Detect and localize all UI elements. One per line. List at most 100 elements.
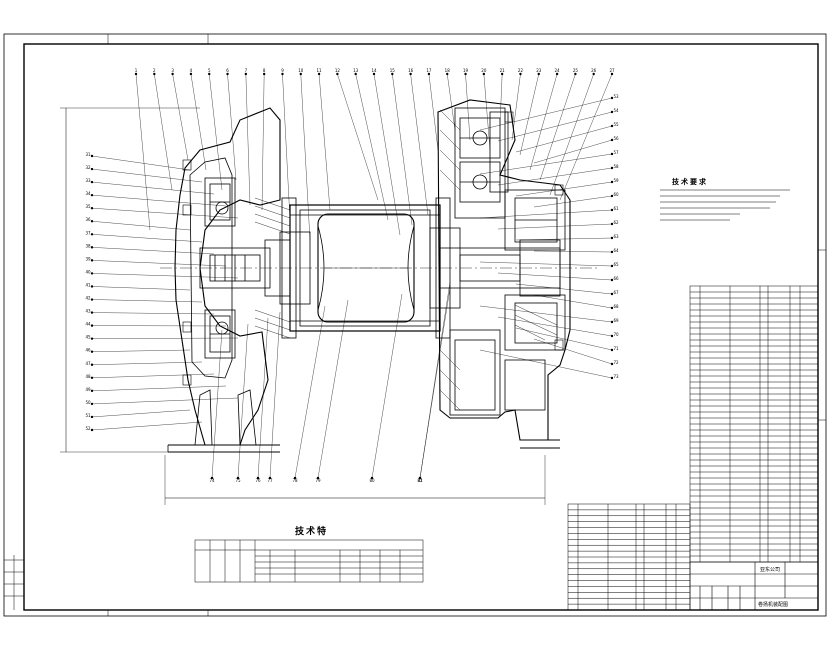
- balloon-dot: [90, 402, 94, 406]
- balloon-right-15: 68: [613, 304, 619, 309]
- balloon-dot: [90, 167, 94, 171]
- balloon-left-4: 35: [85, 204, 91, 209]
- balloon-dot: [268, 476, 272, 480]
- balloon-dot: [208, 72, 211, 76]
- balloon-dot: [372, 72, 376, 76]
- balloon-bottom-5: 79: [315, 478, 321, 483]
- balloon-dot: [90, 206, 94, 210]
- balloon-dot: [610, 180, 614, 184]
- balloon-top-11: 12: [335, 68, 341, 73]
- balloon-right-8: 61: [613, 206, 619, 211]
- balloon-right-6: 59: [613, 178, 619, 183]
- balloon-dot: [90, 415, 94, 419]
- balloon-dot: [610, 292, 614, 296]
- tech-table-title: 技术特: [295, 525, 328, 537]
- balloon-bottom-3: 77: [267, 478, 273, 483]
- balloon-dot: [90, 233, 94, 236]
- balloon-dot: [592, 72, 595, 76]
- balloon-dot: [610, 222, 614, 226]
- balloon-dot: [90, 324, 94, 327]
- parts-list-right: [689, 285, 819, 563]
- balloon-dot: [90, 363, 94, 366]
- balloon-right-17: 70: [613, 332, 619, 337]
- balloon-bottom-0: 74: [209, 478, 215, 483]
- balloon-dot: [427, 72, 431, 76]
- balloon-right-10: 63: [613, 234, 619, 239]
- balloon-dot: [90, 246, 94, 249]
- winch-assembly: [60, 99, 600, 505]
- tech-req-title: 技术要求: [672, 177, 708, 186]
- balloon-left-11: 42: [85, 296, 91, 301]
- balloon-dot: [610, 194, 614, 198]
- balloon-bottom-7: 81: [417, 478, 423, 483]
- balloon-top-23: 24: [555, 68, 561, 73]
- balloon-right-19: 72: [613, 360, 619, 365]
- drawing-title: 卷扬机装配图: [758, 601, 788, 608]
- balloon-dot: [409, 72, 412, 76]
- balloon-dot: [555, 72, 559, 76]
- balloon-dot: [153, 72, 156, 76]
- balloon-top-16: 17: [426, 68, 432, 73]
- leader-lines: [91, 73, 613, 479]
- balloon-top-5: 6: [226, 68, 229, 73]
- balloon-dot: [90, 193, 94, 197]
- balloon-top-20: 21: [500, 68, 506, 73]
- balloon-bottom-2: 76: [255, 478, 261, 483]
- balloon-left-14: 45: [85, 335, 91, 340]
- balloon-dot: [610, 376, 614, 380]
- balloon-left-17: 48: [85, 374, 91, 379]
- balloon-dot: [610, 278, 614, 282]
- balloon-right-18: 71: [613, 346, 619, 351]
- balloon-dot: [574, 72, 577, 76]
- technical-requirements: 技术要求: [660, 177, 790, 221]
- balloon-bottom-4: 78: [292, 478, 298, 483]
- balloon-dot: [236, 476, 240, 480]
- balloon-left-5: 36: [85, 217, 91, 222]
- balloon-dot: [90, 272, 94, 275]
- balloon-dot: [610, 96, 614, 100]
- company-name: 亚东公司: [760, 566, 780, 573]
- balloon-dot: [482, 72, 486, 76]
- balloon-left-20: 51: [85, 413, 91, 418]
- inner-frame: [23, 43, 819, 611]
- title-block: 亚东公司 卷扬机装配图: [689, 561, 819, 611]
- balloon-right-7: 60: [613, 192, 619, 197]
- balloon-dot: [262, 72, 266, 76]
- balloon-top-24: 25: [573, 68, 579, 73]
- balloon-left-19: 50: [85, 400, 91, 405]
- balloon-top-22: 23: [536, 68, 542, 73]
- balloon-dot: [610, 72, 614, 76]
- balloon-dot: [90, 220, 94, 223]
- balloon-dot: [391, 72, 394, 76]
- balloon-dot: [610, 320, 614, 324]
- balloon-dot: [610, 110, 614, 114]
- balloon-right-3: 56: [613, 136, 619, 141]
- balloon-dot: [90, 389, 94, 393]
- balloon-dot: [610, 236, 614, 240]
- balloon-top-12: 13: [353, 68, 359, 73]
- balloon-top-4: 5: [208, 68, 211, 73]
- balloon-dot: [610, 152, 614, 156]
- balloon-left-9: 40: [85, 269, 91, 274]
- balloon-dot: [244, 72, 248, 76]
- balloon-top-26: 27: [609, 68, 615, 73]
- balloon-dot: [610, 348, 614, 352]
- balloon-bottom-8: 82: [417, 478, 423, 483]
- balloon-left-7: 38: [85, 243, 91, 248]
- balloon-dot: [610, 166, 614, 170]
- balloon-left-3: 34: [85, 191, 91, 196]
- balloon-right-2: 55: [613, 122, 619, 127]
- balloon-dot: [189, 72, 193, 76]
- parts-list-bottom: [567, 503, 691, 611]
- balloon-dot: [354, 72, 357, 76]
- balloon-dot: [336, 72, 339, 76]
- balloon-left-8: 39: [85, 256, 91, 261]
- balloon-dot: [281, 72, 284, 76]
- balloon-top-18: 19: [463, 68, 469, 73]
- balloon-right-14: 67: [613, 290, 619, 295]
- balloon-dot: [293, 476, 297, 480]
- balloon-top-14: 15: [390, 68, 396, 73]
- balloon-dot: [610, 250, 614, 254]
